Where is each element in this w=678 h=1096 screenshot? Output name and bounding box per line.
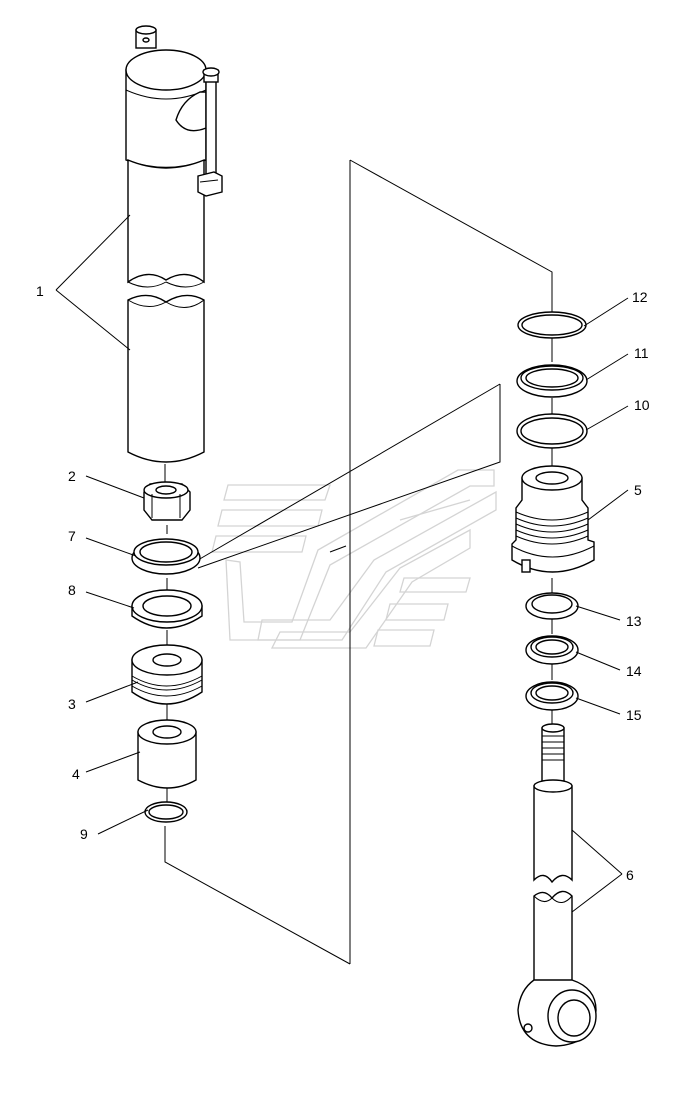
callout-8: 8 (68, 582, 76, 598)
callouts: 1 2 3 4 5 6 7 8 9 10 11 12 13 14 15 (36, 283, 650, 883)
part-8-bushing-ring (131, 589, 203, 629)
assembly-lines (164, 159, 553, 965)
part-7-seal-ring (131, 538, 201, 575)
part-5-gland (511, 465, 595, 573)
callout-10: 10 (634, 397, 650, 413)
callout-7: 7 (68, 528, 76, 544)
part-14-wiper-ring (525, 635, 579, 665)
callout-11: 11 (634, 345, 649, 361)
callout-2: 2 (68, 468, 76, 484)
callout-9: 9 (80, 826, 88, 842)
part-15-wiper-seal (525, 681, 579, 711)
callout-3: 3 (68, 696, 76, 712)
part-3-piston (131, 644, 203, 705)
leader-lines (55, 214, 629, 913)
callout-15: 15 (626, 707, 642, 723)
part-4-spacer-sleeve (137, 719, 197, 789)
part-9-o-ring (144, 801, 188, 823)
part-1-cylinder-barrel (125, 25, 223, 288)
callout-4: 4 (72, 766, 80, 782)
part-6-piston-rod (517, 723, 597, 1047)
part-2-nut (143, 481, 191, 521)
part-12-o-ring (517, 311, 587, 339)
part-13-seal (525, 592, 579, 620)
callout-1: 1 (36, 283, 44, 299)
callout-14: 14 (626, 663, 642, 679)
callout-12: 12 (632, 289, 648, 305)
part-11-backup-ring (516, 364, 588, 398)
callout-5: 5 (634, 482, 642, 498)
callout-6: 6 (626, 867, 634, 883)
part-1-cylinder-barrel-lower (127, 294, 205, 463)
part-10-o-ring (516, 413, 588, 449)
watermark-logo (211, 469, 497, 649)
callout-13: 13 (626, 613, 642, 629)
